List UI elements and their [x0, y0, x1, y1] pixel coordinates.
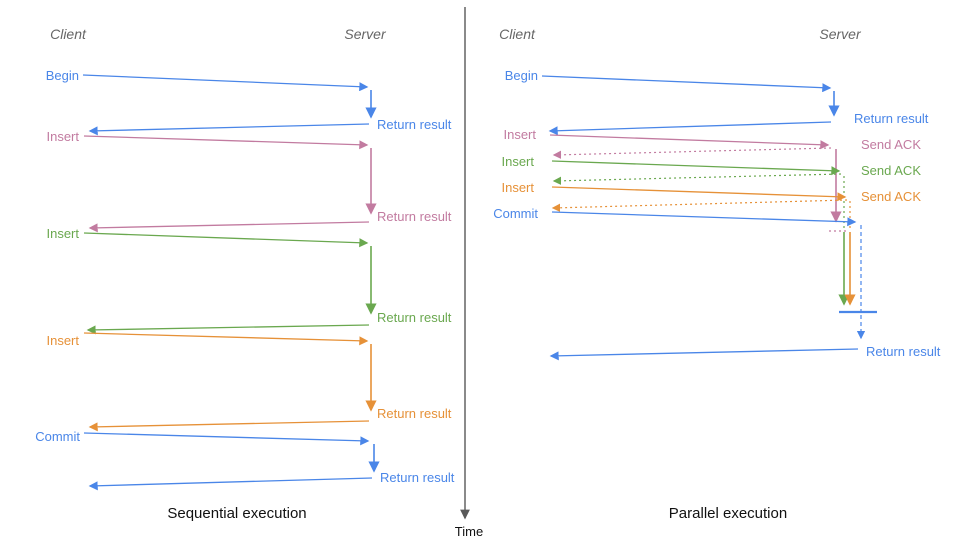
insert3-request-arrow: [551, 186, 847, 202]
sequential-server-header: Server: [344, 26, 387, 42]
insert3-ack-dotted-arrow: [551, 199, 848, 213]
parallel-op-insert3: Insert Send ACK: [501, 180, 921, 306]
insert1-request-arrow: [83, 135, 369, 150]
parallel-panel: Client Server Begin Return result Insert…: [493, 26, 941, 522]
commit-label: Commit: [493, 206, 538, 221]
begin-label: Begin: [505, 68, 538, 83]
begin-request-arrow: [82, 74, 369, 92]
sequential-op-insert3: Insert Return result: [46, 332, 452, 432]
sequential-panel: Client Server Begin Return result Insert…: [35, 26, 455, 522]
parallel-client-header: Client: [499, 26, 536, 42]
insert1-label: Insert: [46, 129, 79, 144]
begin-response-label: Return result: [377, 117, 452, 132]
parallel-server-header: Server: [819, 26, 862, 42]
insert2-ack-label: Send ACK: [861, 163, 921, 178]
insert2-response-label: Return result: [377, 310, 452, 325]
insert3-response-arrow: [88, 420, 370, 432]
insert1-label: Insert: [503, 127, 536, 142]
sequential-client-header: Client: [50, 26, 87, 42]
parallel-op-begin: Begin Return result: [505, 68, 929, 136]
final-response-label: Return result: [866, 344, 941, 359]
commit-label: Commit: [35, 429, 80, 444]
parallel-op-insert1: Insert Send ACK: [503, 127, 921, 223]
insert1-ack-label: Send ACK: [861, 137, 921, 152]
sequential-op-insert1: Insert Return result: [46, 129, 452, 233]
time-axis-label: Time: [455, 524, 483, 539]
insert3-response-label: Return result: [377, 406, 452, 421]
insert3-request-arrow: [83, 332, 369, 346]
insert1-ack-dotted-arrow: [552, 147, 832, 160]
commit-response-label: Return result: [380, 470, 455, 485]
commit-request-arrow: [83, 432, 370, 446]
parallel-op-insert2: Insert Send ACK: [501, 154, 921, 306]
begin-response-arrow: [548, 121, 832, 136]
commit-response-arrow: [88, 477, 373, 491]
insert2-request-arrow: [83, 232, 369, 248]
insert1-response-arrow: [88, 221, 370, 233]
insert3-label: Insert: [501, 180, 534, 195]
insert2-response-arrow: [86, 324, 370, 335]
insert2-ack-dotted-arrow: [552, 173, 842, 186]
insert2-request-arrow: [551, 160, 841, 176]
begin-response-arrow: [88, 123, 370, 136]
commit-request-arrow: [551, 211, 857, 227]
insert1-response-label: Return result: [377, 209, 452, 224]
begin-request-arrow: [541, 75, 832, 93]
parallel-title: Parallel execution: [669, 505, 787, 522]
sequential-op-insert2: Insert Return result: [46, 226, 452, 335]
final-response-arrow: [549, 348, 859, 361]
insert2-label: Insert: [501, 154, 534, 169]
begin-response-label: Return result: [854, 111, 929, 126]
sequential-title: Sequential execution: [167, 505, 306, 522]
sequential-op-begin: Begin Return result: [46, 68, 452, 136]
insert1-request-arrow: [549, 134, 830, 150]
insert2-label: Insert: [46, 226, 79, 241]
time-axis: Time: [455, 7, 483, 539]
sequential-op-commit: Commit Return result: [35, 429, 455, 491]
begin-label: Begin: [46, 68, 79, 83]
insert3-ack-label: Send ACK: [861, 189, 921, 204]
parallel-op-commit: Commit Return result: [493, 206, 941, 361]
insert3-label: Insert: [46, 333, 79, 348]
